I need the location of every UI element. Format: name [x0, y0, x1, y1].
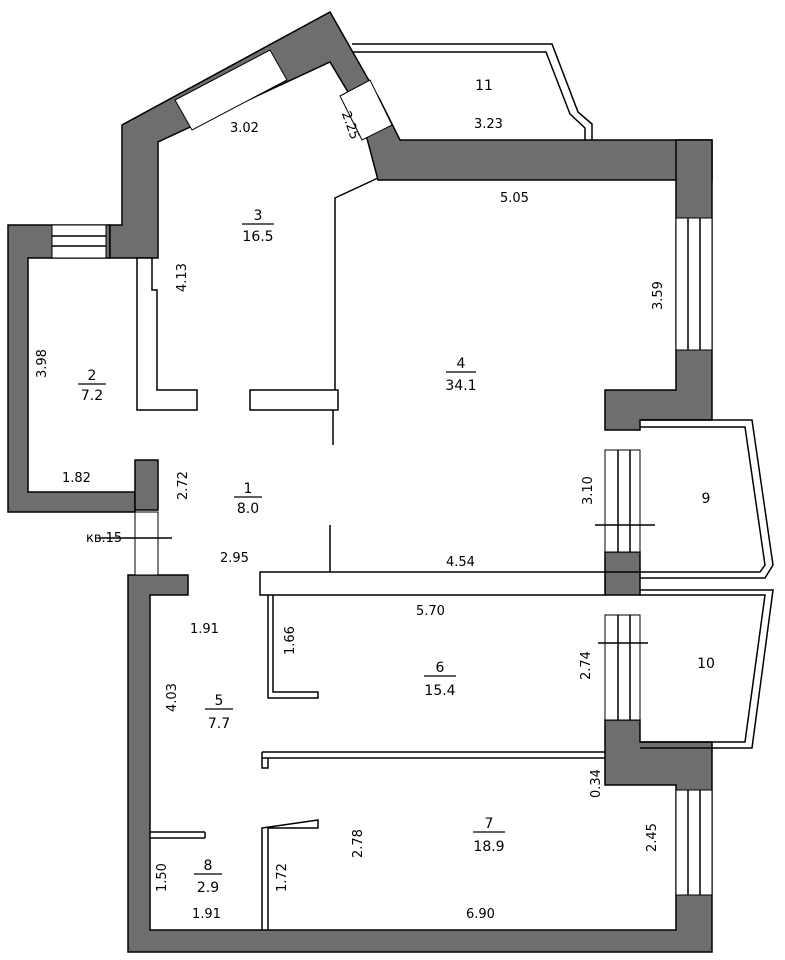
svg-text:15.4: 15.4 [424, 683, 455, 699]
svg-text:2.9: 2.9 [197, 880, 219, 896]
wall-room2 [7, 224, 136, 513]
entrance-door [134, 511, 159, 576]
dim-room1-west: 2.72 [176, 471, 191, 500]
dim-room8-east: 1.72 [275, 863, 290, 892]
partition-room4-room6 [259, 571, 606, 596]
dim-balcony9-door: 3.10 [581, 476, 596, 505]
room-label-8: 8 2.9 [194, 858, 222, 896]
svg-text:7.2: 7.2 [81, 388, 103, 404]
dim-room2-south: 1.82 [62, 471, 91, 486]
svg-text:6: 6 [436, 660, 445, 676]
svg-text:1: 1 [244, 481, 253, 497]
room-label-5: 5 7.7 [205, 693, 233, 732]
dim-room1-south: 2.95 [220, 551, 249, 566]
window-room4 [675, 217, 713, 351]
svg-text:2: 2 [88, 368, 97, 384]
dim-room8-south: 1.91 [192, 907, 221, 922]
dim-room4-south: 4.54 [446, 555, 475, 570]
partition-room3-kitchen [249, 389, 339, 411]
dim-pier: 0.34 [589, 769, 604, 798]
svg-text:16.5: 16.5 [242, 229, 273, 245]
dim-room7-east: 2.45 [645, 823, 660, 852]
svg-text:34.1: 34.1 [445, 378, 476, 394]
svg-text:4: 4 [457, 356, 466, 372]
svg-text:5: 5 [215, 693, 224, 709]
room-label-1: 1 8.0 [234, 481, 262, 517]
dim-balcony10-door: 2.74 [579, 651, 594, 680]
dim-room5-west: 4.03 [165, 683, 180, 712]
window-room2 [51, 224, 107, 259]
balcony-9 [640, 419, 774, 579]
window-room3 [174, 49, 288, 131]
svg-text:8.0: 8.0 [237, 501, 259, 517]
dim-room5-wall: 1.66 [283, 626, 298, 655]
balcony-11 [352, 43, 593, 140]
svg-text:3: 3 [254, 208, 263, 224]
partition-room5-room6 [267, 595, 319, 699]
balcony-10 [640, 589, 774, 749]
room-label-9: 9 [702, 491, 711, 507]
wall-east-mid [604, 551, 641, 596]
wall-room3-east [359, 98, 713, 181]
room-label-3: 3 16.5 [242, 208, 274, 245]
svg-text:18.9: 18.9 [473, 839, 504, 855]
svg-text:8: 8 [204, 858, 213, 874]
room-label-11: 11 [475, 78, 493, 94]
room-label-7: 7 18.9 [473, 816, 505, 855]
window-room3-door [339, 79, 393, 141]
partition-room8 [150, 831, 206, 839]
dim-balcony11: 3.23 [474, 117, 503, 132]
dim-room4-north: 5.05 [500, 191, 529, 206]
partition-room6-room7 [261, 751, 605, 769]
dim-room7-west: 2.78 [351, 829, 366, 858]
svg-text:7.7: 7.7 [208, 716, 230, 732]
door-balcony10 [604, 614, 641, 721]
dim-room3-west: 4.13 [175, 263, 190, 292]
window-room7 [675, 789, 713, 896]
partition-room3-room4 [334, 177, 379, 390]
dim-room6-north: 5.70 [416, 604, 445, 619]
dim-entrance-apartment: кв.15 [86, 531, 122, 546]
room-label-6: 6 15.4 [424, 660, 456, 699]
room-label-2: 2 7.2 [78, 368, 106, 404]
dim-room5-north: 1.91 [190, 622, 219, 637]
partition-room2-room1 [136, 257, 198, 411]
partition-room7-room8 [261, 819, 319, 930]
door-balcony9 [604, 449, 641, 553]
dim-room3-north: 3.02 [230, 121, 259, 136]
dim-room7-south: 6.90 [466, 907, 495, 922]
wall-entrance-pier [134, 459, 159, 511]
dim-room2-west: 3.98 [35, 349, 50, 378]
room-label-10: 10 [697, 656, 715, 672]
room-label-4: 4 34.1 [445, 356, 476, 394]
dim-room8-west: 1.50 [155, 863, 170, 892]
svg-text:7: 7 [485, 816, 494, 832]
dim-room4-east: 3.59 [651, 281, 666, 310]
